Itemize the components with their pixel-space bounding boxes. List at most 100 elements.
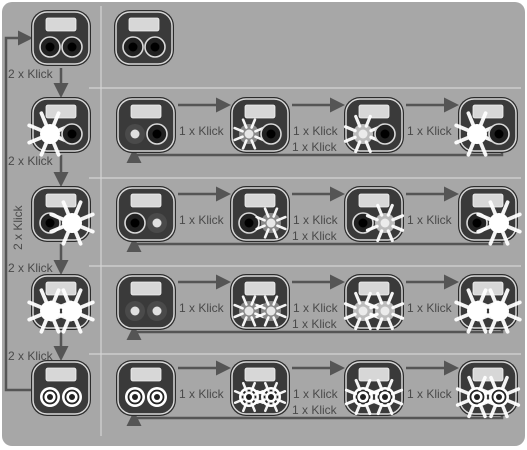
lamp (147, 213, 167, 233)
lamp (146, 123, 168, 145)
device-level-1 (116, 274, 176, 330)
device-display (358, 104, 390, 119)
device-display (244, 367, 276, 382)
double-click-label: 2 x Klick (8, 154, 54, 168)
lamp (466, 212, 488, 234)
device-level-4 (454, 97, 518, 157)
glow-rays (476, 288, 522, 334)
lamp (62, 387, 82, 407)
single-click-label: 1 x Klick (292, 140, 338, 154)
device-level-2 (230, 274, 290, 330)
glow-rays (365, 291, 405, 331)
glow-rays (366, 378, 404, 416)
lamp (233, 118, 265, 150)
single-click-label: 1 x Klick (407, 387, 453, 401)
lamp (125, 387, 145, 407)
device-display (130, 104, 162, 119)
device-display (45, 367, 77, 382)
device-display (45, 281, 77, 296)
double-click-label: 2 x Klick (8, 67, 54, 81)
lamp (238, 212, 260, 234)
lamp (477, 375, 521, 419)
glow-rays (255, 295, 287, 327)
device-display (130, 281, 162, 296)
device-level-4 (454, 274, 522, 334)
single-click-label: 1 x Klick (179, 301, 225, 315)
device-display (358, 281, 390, 296)
lamp (61, 36, 83, 58)
device-level-1 (116, 360, 176, 416)
lamp (365, 291, 405, 331)
device-level-2 (230, 360, 290, 416)
glow-rays (476, 200, 522, 246)
device-display (472, 193, 504, 208)
device-off (31, 10, 91, 66)
lamp (255, 207, 287, 239)
single-click-label: 1 x Klick (293, 387, 339, 401)
glow-rays (255, 381, 287, 413)
device-right-on (31, 186, 95, 246)
device-display (128, 17, 160, 32)
glow-rays (49, 200, 95, 246)
double-click-label: 2 x Klick (8, 349, 54, 363)
lamp (147, 387, 167, 407)
single-click-label: 1 x Klick (292, 317, 338, 331)
single-click-label: 1 x Klick (179, 213, 225, 227)
single-click-label: 1 x Klick (179, 387, 225, 401)
glow-rays (49, 288, 95, 334)
device-level-3 (344, 360, 404, 416)
device-display (244, 281, 276, 296)
lamp (455, 375, 499, 419)
return-loop-arrow (4, 30, 33, 392)
lamp (374, 123, 396, 145)
lamp (352, 212, 374, 234)
lamp (260, 123, 282, 145)
single-click-label: 1 x Klick (293, 301, 339, 315)
lamp (366, 378, 404, 416)
device-level-2 (230, 186, 290, 242)
device-level-1 (116, 97, 176, 153)
device-display (358, 193, 390, 208)
device-level-4 (455, 360, 521, 419)
single-click-label: 1 x Klick (293, 124, 339, 138)
lamp (255, 381, 287, 413)
single-click-label: 1 x Klick (293, 213, 339, 227)
double-click-label-vertical: 2 x Klick (11, 204, 25, 250)
lamp (233, 295, 265, 327)
lamp (255, 295, 287, 327)
lamp (144, 36, 166, 58)
device-both-flash (31, 360, 91, 416)
device-display (472, 104, 504, 119)
device-display (45, 17, 77, 32)
single-click-label: 1 x Klick (292, 229, 338, 243)
lamp (343, 114, 383, 154)
device-display (358, 367, 390, 382)
lamp (488, 123, 510, 145)
lamp (49, 288, 95, 334)
device-both-on (27, 274, 95, 334)
single-click-label: 1 x Klick (179, 124, 225, 138)
device-level-4 (458, 186, 522, 246)
device-display (45, 104, 77, 119)
lamp (49, 200, 95, 246)
lamp (61, 123, 83, 145)
device-level-2 (230, 97, 290, 153)
lamp (124, 212, 146, 234)
glow-rays (255, 207, 287, 239)
single-click-label: 1 x Klick (407, 213, 453, 227)
lamp (365, 203, 405, 243)
device-display (130, 367, 162, 382)
device-display (244, 104, 276, 119)
device-level-3 (344, 186, 405, 243)
device-display (130, 193, 162, 208)
lamp (40, 387, 60, 407)
single-click-label: 1 x Klick (407, 124, 453, 138)
device-display (45, 193, 77, 208)
lamp (122, 36, 144, 58)
device-level-1 (116, 186, 176, 242)
glow-rays (233, 118, 265, 150)
glow-rays (365, 203, 405, 243)
device-display (472, 281, 504, 296)
lamp (476, 200, 522, 246)
